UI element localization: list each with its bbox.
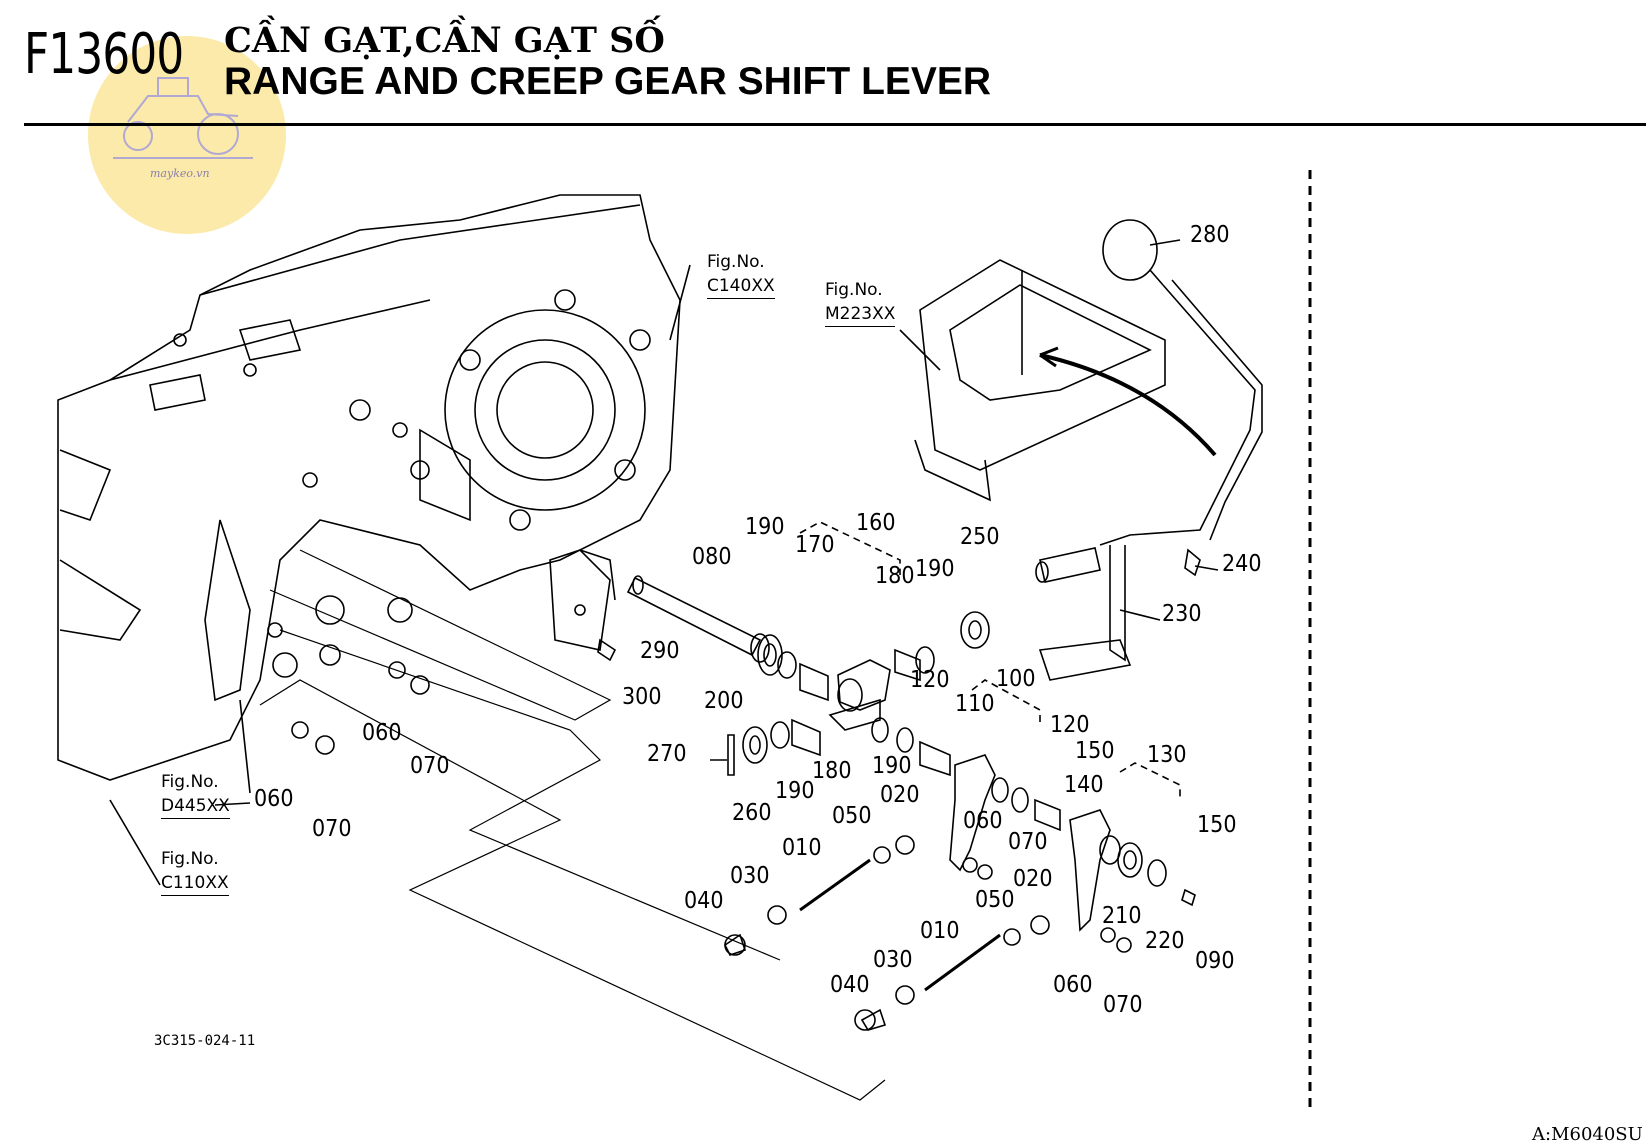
part-label: 060	[254, 786, 294, 812]
part-label: 060	[362, 720, 402, 746]
part-label: 020	[880, 782, 920, 808]
diagram-code: F13600	[24, 22, 184, 87]
part-label: 120	[910, 667, 950, 693]
part-label: 190	[745, 514, 785, 540]
tractor-icon	[113, 77, 253, 159]
part-label: 250	[960, 524, 1000, 550]
part-label: 230	[1162, 601, 1202, 627]
part-label: 050	[975, 887, 1015, 913]
part-label: 030	[730, 863, 770, 889]
part-label: 130	[1147, 742, 1187, 768]
shift-arm-110	[949, 754, 996, 872]
part-label: 180	[812, 758, 852, 784]
shaft-080	[626, 575, 770, 663]
part-label: 040	[684, 888, 724, 914]
part-label: 020	[1013, 866, 1053, 892]
part-label: 270	[647, 741, 687, 767]
part-label: 290	[640, 638, 680, 664]
header-rule	[24, 123, 1646, 126]
model-code: A:M6040SU	[1532, 1124, 1643, 1144]
part-label: 170	[795, 532, 835, 558]
title-english: RANGE AND CREEP GEAR SHIFT LEVER	[224, 60, 992, 103]
title-vietnamese: CẦN GẠT,CẦN GẠT SỐ	[224, 20, 665, 61]
part-label: 140	[1064, 772, 1104, 798]
guide-plate	[914, 259, 1217, 502]
part-label: 160	[856, 510, 896, 536]
fig-ref-m223: Fig.No.M223XX	[825, 278, 896, 327]
fig-ref-c140: Fig.No.C140XX	[707, 250, 775, 299]
part-label: 040	[830, 972, 870, 998]
part-label: 100	[996, 666, 1036, 692]
part-label: 090	[1195, 948, 1235, 974]
part-label: 200	[704, 688, 744, 714]
watermark-logo	[88, 36, 286, 234]
part-label: 240	[1222, 551, 1262, 577]
fig-ref-c110: Fig.No.C110XX	[161, 847, 229, 896]
part-label: 210	[1102, 903, 1142, 929]
part-label: 190	[872, 753, 912, 779]
fig-ref-d445: Fig.No.D445XX	[161, 770, 230, 819]
part-label: 050	[832, 803, 872, 829]
part-label: 080	[692, 544, 732, 570]
part-label: 260	[732, 800, 772, 826]
drawing-number: 3C315-024-11	[154, 1033, 256, 1049]
logo-text: maykeo.vn	[150, 167, 210, 180]
part-label: 010	[782, 835, 822, 861]
part-label: 070	[1103, 992, 1143, 1018]
part-label: 300	[622, 684, 662, 710]
bracket-290	[549, 549, 611, 651]
part-label: 280	[1190, 222, 1230, 248]
part-label: 060	[1053, 972, 1093, 998]
lever-bushing-160	[837, 659, 891, 711]
shift-lever-assembly	[1035, 219, 1263, 681]
part-label: 190	[775, 778, 815, 804]
part-label: 110	[955, 691, 995, 717]
part-label: 010	[920, 918, 960, 944]
part-label: 180	[875, 563, 915, 589]
part-label: 220	[1145, 928, 1185, 954]
part-label: 070	[312, 816, 352, 842]
part-label: 150	[1075, 738, 1115, 764]
part-label: 070	[410, 753, 450, 779]
part-label: 120	[1050, 712, 1090, 738]
shift-arm-140	[1069, 809, 1111, 932]
part-label: 150	[1197, 812, 1237, 838]
part-label: 060	[963, 808, 1003, 834]
transmission-housing	[57, 194, 681, 781]
part-label: 190	[915, 556, 955, 582]
part-label: 030	[873, 947, 913, 973]
part-label: 070	[1008, 829, 1048, 855]
